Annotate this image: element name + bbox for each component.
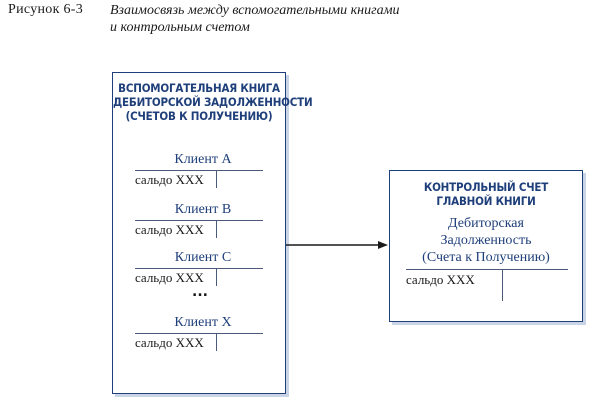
t-account-top-line [406, 269, 568, 270]
heading-line: КОНТРОЛЬНЫЙ СЧЕТ [423, 180, 549, 194]
client-account-balance: сальдо XXX [135, 172, 204, 187]
client-account-name: Клиент C [174, 250, 232, 265]
control-account-balance: сальдо XXX [406, 272, 475, 287]
t-account-divider [216, 333, 217, 351]
figure-label: Рисунок 6-3 [8, 2, 84, 17]
client-account-balance: сальдо XXX [135, 222, 204, 237]
t-account-divider [216, 220, 217, 238]
control-name-line: Задолженность [440, 233, 532, 248]
t-account-divider [502, 269, 503, 301]
heading-line: ВСПОМОГАТЕЛЬНАЯ КНИГА [118, 81, 280, 95]
client-account-balance: сальдо XXX [135, 270, 204, 285]
t-account-divider [216, 268, 217, 286]
t-account-top-line [135, 220, 263, 221]
control-account-name: Дебиторская Задолженность (Счета к Получ… [390, 215, 582, 266]
subsidiary-ledger-box: ВСПОМОГАТЕЛЬНАЯ КНИГА ДЕБИТОРСКОЙ ЗАДОЛЖ… [112, 72, 313, 394]
control-name-line: Дебиторская [448, 216, 524, 231]
t-account-top-line [135, 170, 263, 171]
figure-title-line-2: и контрольным счетом [110, 20, 250, 35]
ellipsis: ... [192, 284, 208, 300]
client-account-name: Клиент А [174, 152, 232, 167]
figure-title-line-1: Взаимосвязь между вспомогательными книга… [110, 3, 400, 18]
control-account-heading: КОНТРОЛЬНЫЙ СЧЕТ ГЛАВНОЙ КНИГИ [390, 180, 582, 208]
t-account-top-line [135, 333, 263, 334]
subsidiary-ledger-heading: ВСПОМОГАТЕЛЬНАЯ КНИГА ДЕБИТОРСКОЙ ЗАДОЛЖ… [113, 81, 313, 123]
heading-line: ГЛАВНОЙ КНИГИ [436, 194, 536, 208]
t-account-top-line [135, 268, 263, 269]
heading-line: (СЧЕТОВ К ПОЛУЧЕНИЮ) [125, 109, 273, 123]
client-account-name: Клиент X [174, 315, 232, 330]
figure-title: Взаимосвязь между вспомогательными книга… [110, 2, 410, 36]
arrow-head-icon [378, 241, 388, 249]
client-account-balance: сальдо XXX [135, 335, 204, 350]
client-account-name: Клиент B [174, 202, 232, 217]
control-account-box: КОНТРОЛЬНЫЙ СЧЕТ ГЛАВНОЙ КНИГИ Дебиторск… [389, 170, 583, 322]
heading-line: ДЕБИТОРСКОЙ ЗАДОЛЖЕННОСТИ [113, 95, 313, 109]
t-account-divider [216, 170, 217, 188]
control-name-line: (Счета к Получению) [422, 250, 550, 265]
